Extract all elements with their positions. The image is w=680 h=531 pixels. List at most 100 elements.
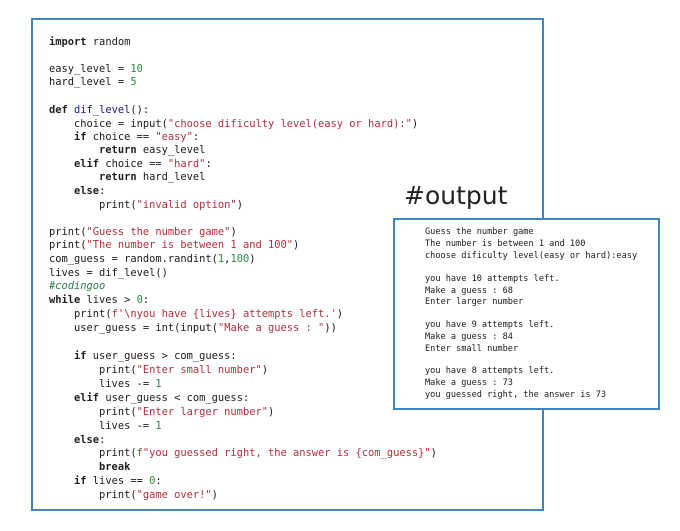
code-line-26: else:	[49, 434, 105, 446]
code-token: easy_level	[136, 144, 206, 156]
code-token: ))	[324, 322, 337, 334]
code-line-5: choice = input("choose dificulty level(e…	[49, 118, 418, 130]
code-token	[49, 131, 74, 143]
code-token: (	[80, 226, 87, 238]
code-line-14: com_guess = random.randint(1,100)	[49, 253, 255, 265]
code-token: dif_level	[74, 104, 131, 116]
code-token: 1	[155, 420, 162, 432]
output-line: Enter larger number	[425, 297, 524, 307]
code-token: input	[130, 118, 162, 130]
code-line-7: return easy_level	[49, 144, 205, 156]
code-token: choice ==	[86, 131, 156, 143]
code-token: "hard"	[167, 158, 206, 170]
output-line: The number is between 1 and 100	[425, 239, 586, 249]
output-panel: Guess the number game The number is betw…	[393, 218, 660, 410]
code-line-11: print("invalid option")	[49, 199, 243, 211]
code-token: else	[74, 185, 100, 197]
code-token: 0	[136, 294, 143, 306]
code-token: (	[105, 308, 112, 320]
code-line-3: hard_level = 5	[49, 76, 137, 88]
code-line-1: import random	[49, 36, 130, 48]
code-token: f"you guessed right, the answer is {com_…	[136, 447, 431, 459]
code-token	[49, 144, 99, 156]
code-token: print	[99, 447, 131, 459]
code-token: if	[74, 350, 87, 362]
code-line-15: lives = dif_level()	[49, 267, 168, 279]
code-token: print	[49, 239, 81, 251]
code-token: user_guess < com_guess:	[99, 392, 250, 404]
code-token: :	[99, 185, 106, 197]
code-token: 5	[130, 76, 137, 88]
code-line-17: while lives > 0:	[49, 294, 149, 306]
code-line-27: print(f"you guessed right, the answer is…	[49, 447, 437, 459]
code-token: ,	[224, 253, 231, 265]
code-token: lives -=	[49, 420, 156, 432]
code-token: print	[99, 199, 131, 211]
code-token: 10	[130, 63, 143, 75]
code-token: print	[49, 226, 81, 238]
code-token: return	[99, 171, 137, 183]
output-line: Make a guess : 73	[425, 378, 513, 388]
code-token: lives ==	[86, 475, 150, 487]
code-token: "game over!"	[136, 489, 212, 501]
code-token	[49, 199, 99, 211]
output-line: Make a guess : 84	[425, 332, 513, 342]
code-token: (	[161, 118, 168, 130]
code-token: :	[155, 475, 162, 487]
code-token	[49, 308, 74, 320]
code-token: (	[130, 489, 137, 501]
code-token: input	[180, 322, 212, 334]
code-token: lives = dif_level()	[49, 267, 168, 279]
output-line: choose dificulty level(easy or hard):eas…	[425, 251, 638, 261]
code-token: )	[267, 406, 275, 418]
code-token: user_guess =	[49, 322, 156, 334]
code-token: return	[99, 144, 137, 156]
code-token: print	[99, 489, 131, 501]
code-token: while	[49, 294, 81, 306]
code-token: print	[99, 406, 131, 418]
code-line-22: lives -= 1	[49, 378, 162, 390]
code-token: if	[74, 131, 87, 143]
code-token: "choose dificulty level(easy or hard):"	[167, 118, 412, 130]
code-token	[49, 185, 74, 197]
code-token: (	[130, 406, 137, 418]
code-token: )	[261, 364, 268, 376]
code-token: (	[130, 364, 137, 376]
code-token: 1	[217, 253, 225, 265]
code-token: )	[336, 308, 344, 320]
code-token: if	[74, 475, 87, 487]
code-token: 0	[149, 475, 156, 487]
code-token: :	[142, 294, 150, 306]
code-token: (	[130, 447, 137, 459]
code-token: :	[99, 434, 106, 446]
code-token: )	[430, 447, 437, 459]
code-token: :	[205, 158, 212, 170]
code-comment: #codingoo	[49, 280, 106, 292]
code-token: (	[80, 239, 87, 251]
code-line-2: easy_level = 10	[49, 63, 143, 75]
code-token: def	[49, 104, 68, 116]
code-line-10: else:	[49, 185, 105, 197]
code-token	[49, 364, 99, 376]
code-token: else	[74, 434, 100, 446]
code-line-24: print("Enter larger number")	[49, 406, 274, 418]
code-token: )	[211, 489, 218, 501]
code-token: )	[230, 226, 237, 238]
code-line-16: #codingoo	[49, 280, 105, 292]
code-token: import	[49, 36, 87, 48]
code-line-13: print("The number is between 1 and 100")	[49, 239, 299, 251]
output-line: Guess the number game	[425, 227, 534, 237]
code-token: random	[86, 36, 131, 48]
code-token	[49, 171, 99, 183]
code-line-30: print("game over!")	[49, 489, 218, 501]
code-token: ():	[130, 104, 150, 116]
code-token: "Make a guess : "	[217, 322, 325, 334]
output-line: you have 8 attempts left.	[425, 366, 555, 376]
code-token: "Guess the number game"	[86, 226, 231, 238]
code-token: "Enter small number"	[136, 364, 262, 376]
code-token	[49, 489, 99, 501]
code-token: (	[174, 322, 181, 334]
code-token: hard_level =	[49, 76, 131, 88]
code-token: "invalid option"	[136, 199, 237, 211]
output-line: you have 10 attempts left.	[425, 274, 560, 284]
